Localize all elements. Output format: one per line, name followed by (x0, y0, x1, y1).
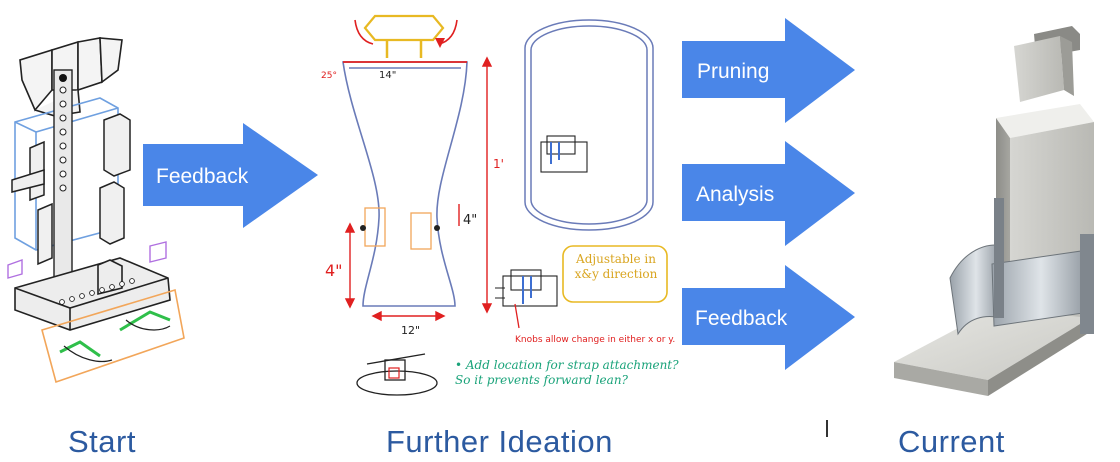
feedback-arrow (143, 123, 318, 228)
footplate-part (41, 288, 185, 384)
strap-base-sketch (356, 353, 438, 396)
analysis-arrow (682, 141, 855, 246)
side-height-note: 4" (463, 213, 477, 228)
render-seat (894, 308, 1090, 396)
top-width-note: 14" (379, 70, 396, 81)
ideation-sketch: 14" 25° 1' 4" 4" 12" Knobs allow change … (321, 14, 679, 396)
bottom-width-note: 12" (401, 324, 420, 337)
left-height-note: 4" (325, 261, 343, 280)
stage-label-current: Current (898, 424, 1005, 459)
adjustable-note: Adjustable in x&y direction (574, 252, 658, 281)
height-note: 1' (493, 157, 504, 171)
back-panel-sketch (524, 19, 654, 231)
knobs-note: Knobs allow change in either x or y. (515, 335, 675, 345)
stage-label-start: Start (68, 424, 136, 459)
analysis-arrow-label: Analysis (696, 183, 775, 206)
render-headrest (1014, 26, 1080, 102)
pruning-arrow-label: Pruning (697, 60, 770, 83)
render-straps (949, 198, 1094, 336)
knob-detail-sketch (495, 269, 558, 307)
current-chair-render (894, 26, 1094, 396)
stage-label-further-ideation: Further Ideation (386, 424, 613, 459)
angle-note: 25° (321, 71, 337, 81)
seat-outline-sketch (342, 61, 468, 307)
feedback-right-arrow-label: Feedback (695, 307, 788, 330)
pruning-arrow (682, 18, 855, 123)
divider-tick (826, 420, 828, 437)
strap-note: • Add location for strap attachment? So … (455, 358, 679, 387)
headrest-sketch (354, 14, 458, 58)
adjustable-note-box (562, 245, 668, 303)
start-cad-drawing (7, 37, 185, 384)
headrest-part (19, 37, 123, 117)
feedback-arrow-label: Feedback (156, 165, 249, 188)
feedback-right-arrow (682, 265, 855, 370)
